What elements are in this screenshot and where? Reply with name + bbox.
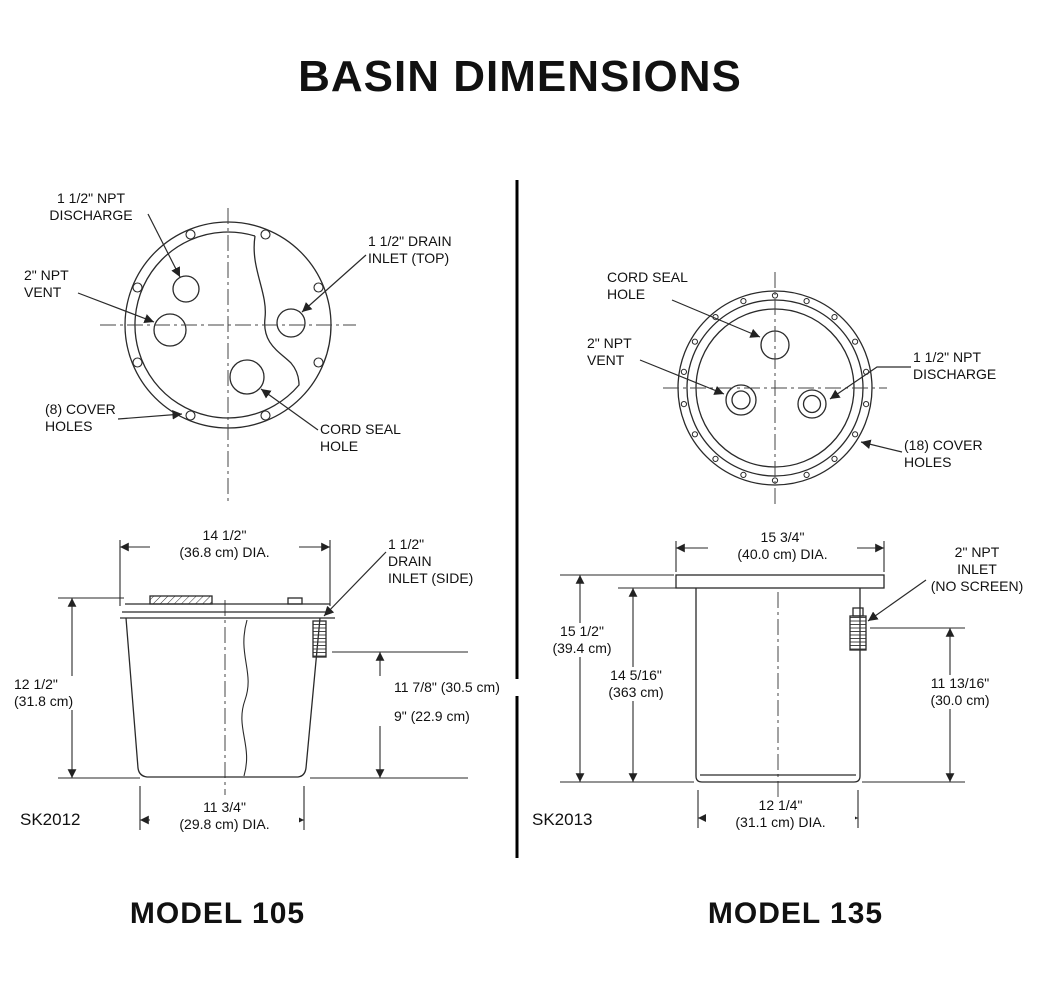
discharge-hole: [797, 389, 827, 419]
m105-drain-inlet-side-label: 1 1/2" DRAIN INLET (SIDE): [388, 536, 474, 587]
m135-drawing-number: SK2013: [532, 810, 593, 829]
m135-cord-seal-label: CORD SEAL HOLE: [607, 269, 688, 303]
vent-hole: [153, 313, 187, 347]
m135-discharge-label: 1 1/2" NPT DISCHARGE: [913, 349, 997, 383]
m105-bottom-diameter-dim: 11 3/4" (29.8 cm) DIA.: [150, 799, 299, 834]
m135-vent-label: 2" NPT VENT: [587, 335, 632, 369]
m105-basin-height-dim: 11 7/8" (30.5 cm): [392, 679, 521, 697]
m135-top-diameter-dim: 15 3/4" (40.0 cm) DIA.: [708, 529, 857, 564]
discharge-hole: [172, 275, 200, 303]
model135-side-view: [675, 574, 885, 783]
inlet-fitting: [849, 615, 867, 651]
m105-cover-holes-label: (8) COVER HOLES: [45, 401, 116, 435]
m105-discharge-label: 1 1/2" NPT DISCHARGE: [49, 190, 133, 224]
m135-inlet-label: 2" NPT INLET (NO SCREEN): [930, 544, 1024, 595]
m135-bottom-diameter-dim: 12 1/4" (31.1 cm) DIA.: [706, 797, 855, 832]
m135-overall-height-dim: 15 1/2" (39.4 cm): [546, 623, 618, 658]
m135-cover-holes-label: (18) COVER HOLES: [904, 437, 983, 471]
m135-model-name: MODEL 135: [707, 897, 884, 930]
m105-drawing-number: SK2012: [20, 810, 81, 829]
cord-seal-hole: [229, 359, 265, 395]
m105-inlet-height-dim: 9" (22.9 cm): [392, 708, 496, 726]
m135-basin-height-dim: 14 5/16" (363 cm): [599, 667, 673, 702]
m105-overall-height-dim: 12 1/2" (31.8 cm): [12, 676, 78, 711]
m105-model-name: MODEL 105: [129, 897, 306, 930]
model105-side-view: [120, 595, 335, 778]
m105-drain-inlet-top-label: 1 1/2" DRAIN INLET (TOP): [368, 233, 452, 267]
drain-inlet-hole: [276, 308, 306, 338]
page-title: BASIN DIMENSIONS: [298, 52, 742, 101]
m105-cord-seal-label: CORD SEAL HOLE: [320, 421, 401, 455]
drain-inlet-side-fitting: [312, 620, 327, 658]
model135-centerlines: [663, 272, 887, 800]
vent-hole: [725, 384, 757, 416]
m135-inlet-height-dim: 11 13/16" (30.0 cm): [916, 675, 1004, 710]
m105-top-diameter-dim: 14 1/2" (36.8 cm) DIA.: [150, 527, 299, 562]
model105-leaders: [77, 213, 387, 617]
model105-centerlines: [100, 208, 356, 795]
model135-leaders: [639, 299, 927, 622]
m105-vent-label: 2" NPT VENT: [24, 267, 69, 301]
